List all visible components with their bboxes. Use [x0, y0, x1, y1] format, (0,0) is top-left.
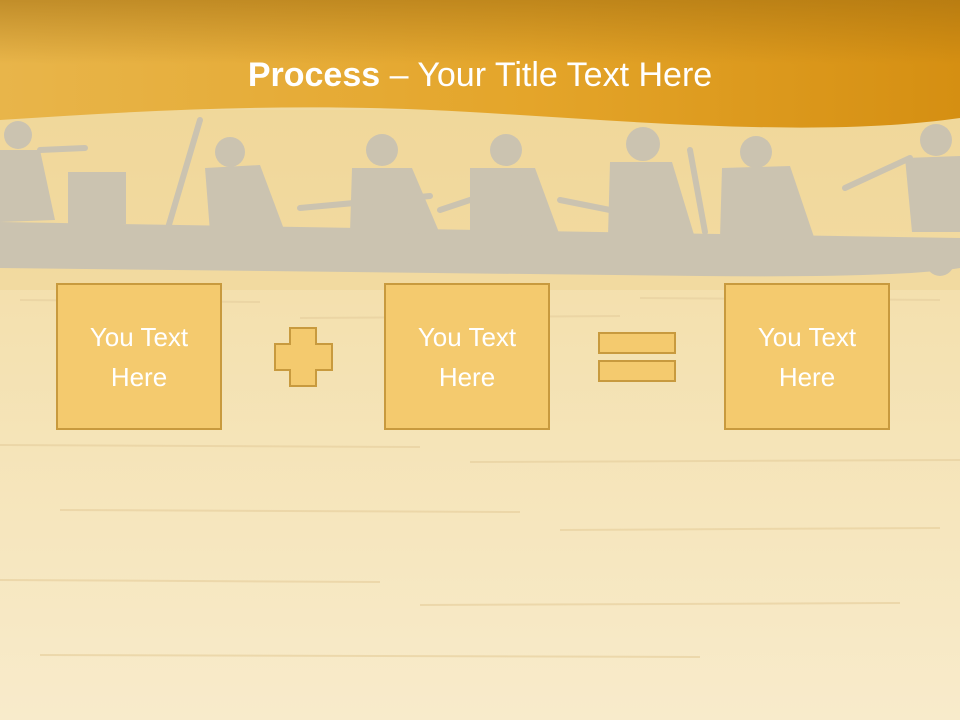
dragon-boat-silhouette: [0, 121, 960, 277]
text-box-2[interactable]: You Text Here: [384, 283, 550, 430]
text-box-3-label: You Text Here: [757, 321, 857, 392]
text-box-1-label: You Text Here: [89, 321, 189, 392]
title-bold: Process: [247, 56, 381, 94]
slide-title: Process – Your Title Text Here: [0, 52, 960, 98]
text-box-1[interactable]: You Text Here: [56, 283, 222, 430]
water-ripples: [0, 297, 960, 658]
paddles: [37, 117, 913, 235]
title-rest: – Your Title Text Here: [380, 56, 713, 94]
text-box-3[interactable]: You Text Here: [724, 283, 890, 430]
equals-icon: [598, 332, 676, 382]
plus-icon: [274, 327, 333, 387]
text-box-2-label: You Text Here: [417, 321, 517, 392]
